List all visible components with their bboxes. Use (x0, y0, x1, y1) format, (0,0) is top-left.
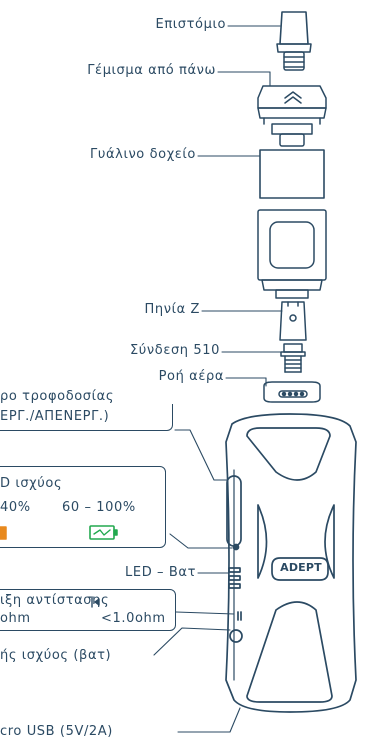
label-top-fill: Γέμισμα από πάνω (87, 63, 216, 78)
glass-tank-part (259, 149, 325, 199)
battery-icons (0, 525, 118, 540)
power-button-box (0, 404, 173, 431)
label-glass-tank: Γυάλινο δοχείο (90, 147, 196, 162)
coil-part (279, 301, 307, 341)
label-led-range-high: 60 – 100% (62, 500, 136, 515)
label-resistance-low: ohm (0, 611, 31, 626)
led-power-box (0, 466, 166, 548)
label-airflow: Ροή αέρα (158, 369, 224, 384)
label-power-button-line2: ΕΡΓ./ΑΠΕΝΕΡΓ.) (0, 409, 110, 424)
label-connector-510: Σύνδεση 510 (129, 343, 220, 358)
connector-510-part (280, 343, 306, 373)
brand-logo: ADEPT (280, 561, 322, 574)
label-coil: Πηνία Z (144, 302, 200, 317)
label-led-battery: LED – Βατ (125, 565, 196, 580)
leader-lines (153, 25, 285, 733)
label-power-adjust: ής ισχύος (βατ) (0, 648, 112, 663)
label-resistance-high: <1.0ohm (101, 611, 166, 626)
mouthpiece-part (276, 11, 312, 71)
label-usb: cro USB (5V/2A) (0, 724, 113, 739)
label-led-power: D ισχύος (0, 476, 63, 491)
resistance-box (0, 589, 176, 631)
label-power-button-line1: ρο τροφοδοσίας (0, 389, 115, 404)
label-mouthpiece: Επιστόμιο (155, 17, 226, 32)
top-fill-cap (257, 85, 327, 147)
device-body (225, 413, 357, 713)
label-led-range-low: 40% (0, 500, 31, 515)
airflow-ring-part (263, 381, 321, 403)
label-resistance: ιξη αντίστασης (0, 593, 110, 608)
tank-base-part (257, 209, 327, 299)
resistance-indicator-icon (91, 596, 100, 608)
